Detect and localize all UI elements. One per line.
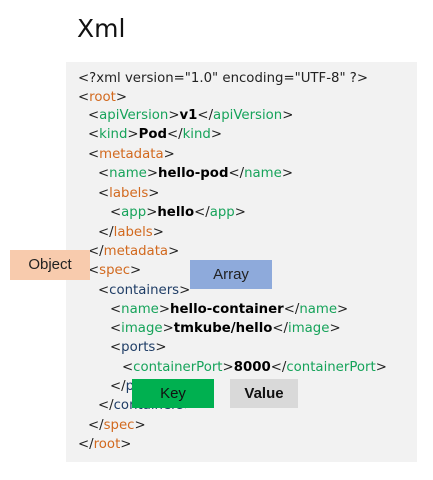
ports-close-tag-partial: p [125, 379, 135, 394]
kind-close-tag: kind [182, 127, 211, 142]
containerport-close-tag: containerPort [286, 360, 376, 375]
container-name-close-tag: name [299, 302, 338, 317]
containers-open-line: <containers> [98, 283, 191, 298]
root-close-tag: root [93, 437, 121, 452]
containerport-value: 8000 [233, 360, 271, 375]
xml-declaration: <?xml version="1.0" encoding="UTF-8" ?> [78, 71, 369, 86]
container-name-value: hello-container [170, 302, 284, 317]
app-value: hello [157, 205, 195, 220]
apiversion-close-tag: apiVersion [213, 108, 283, 123]
kind-open-tag: kind [99, 127, 128, 142]
name-line: <name>hello-pod</name> [98, 166, 293, 181]
apiversion-value: v1 [179, 108, 198, 123]
app-line: <app>hello</app> [110, 205, 246, 220]
apiversion-open-tag: apiVersion [99, 108, 169, 123]
spec-close-line: </spec> [88, 418, 146, 433]
containerport-open-tag: containerPort [133, 360, 223, 375]
root-open-line: <root> [78, 90, 127, 105]
image-value: tmkube/hello [173, 321, 273, 336]
name-close-tag: name [244, 166, 282, 181]
container-name-line: <name>hello-container</name> [110, 302, 349, 317]
metadata-close-tag: metadata [103, 244, 169, 259]
app-close-tag: app [209, 205, 235, 220]
spec-close-tag: spec [103, 418, 135, 433]
array-label: Array [190, 260, 272, 289]
labels-close-tag: labels [113, 225, 153, 240]
ports-open-tag: ports [121, 340, 156, 355]
apiversion-line: <apiVersion>v1</apiVersion> [88, 108, 294, 123]
value-label: Value [230, 379, 298, 408]
kind-value: Pod [138, 127, 167, 142]
image-close-tag: image [288, 321, 330, 336]
image-open-tag: image [121, 321, 163, 336]
containerport-line: <containerPort>8000</containerPort> [122, 360, 387, 375]
kind-line: <kind>Pod</kind> [88, 127, 223, 142]
spec-open-tag: spec [99, 263, 131, 278]
container-name-open-tag: name [121, 302, 159, 317]
root-close-line: </root> [78, 437, 132, 452]
labels-close-line: </labels> [98, 225, 164, 240]
ports-open-line: <ports> [110, 340, 167, 355]
name-value: hello-pod [158, 166, 229, 181]
object-label: Object [10, 250, 90, 280]
ports-close-line: </p [110, 379, 135, 394]
app-open-tag: app [121, 205, 147, 220]
key-label: Key [132, 379, 214, 408]
spec-open-line: <spec> [88, 263, 142, 278]
metadata-open-line: <metadata> [88, 147, 175, 162]
metadata-open-tag: metadata [99, 147, 164, 162]
name-open-tag: name [109, 166, 147, 181]
containers-open-tag: containers [109, 283, 180, 298]
root-open-tag: root [89, 90, 116, 105]
metadata-close-line: </metadata> [88, 244, 180, 259]
labels-open-tag: labels [109, 186, 149, 201]
labels-open-line: <labels> [98, 186, 160, 201]
image-line: <image>tmkube/hello</image> [110, 321, 341, 336]
page-title: Xml [77, 14, 126, 43]
